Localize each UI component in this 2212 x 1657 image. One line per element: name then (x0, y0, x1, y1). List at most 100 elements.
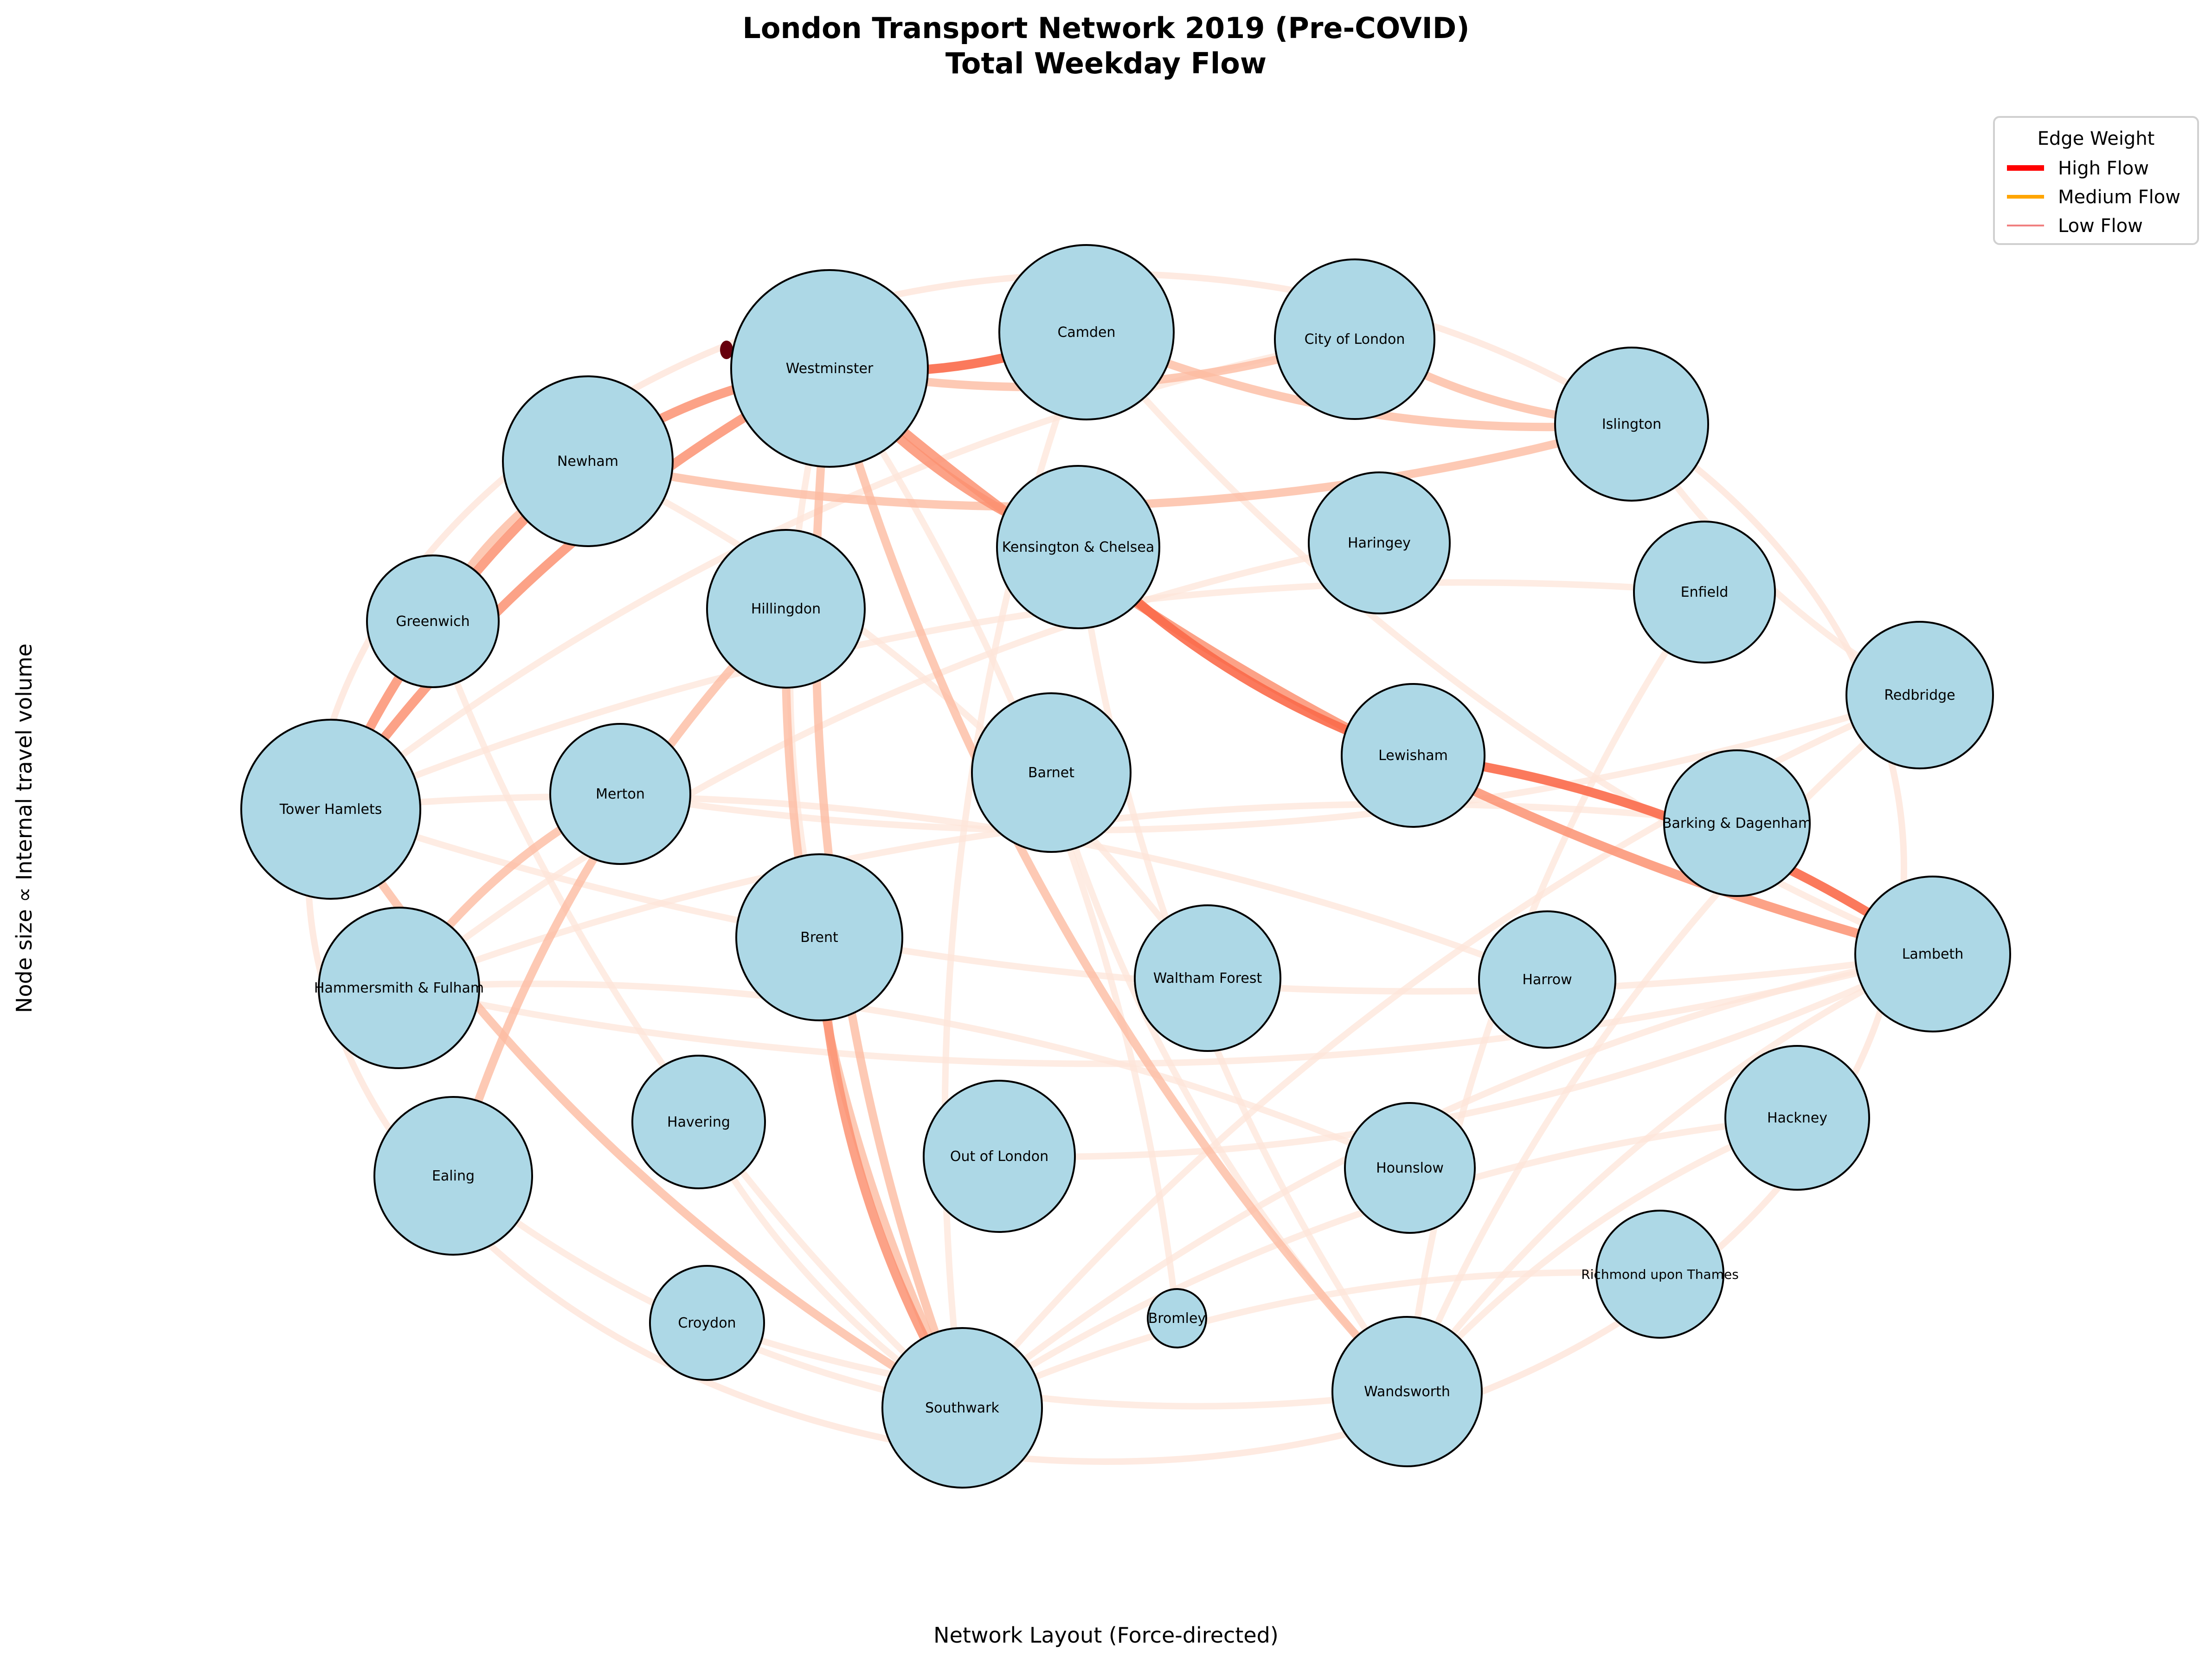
edge-camden-lambeth (1083, 329, 1936, 957)
edge-waltham-newham (585, 458, 1211, 981)
node-westminster: Westminster (730, 269, 929, 468)
node-label-wandsworth: Wandsworth (1364, 1384, 1450, 1400)
legend-box (1993, 116, 2199, 245)
legend-label-medium-flow: Medium Flow (2058, 187, 2180, 208)
node-label-kensington: Kensington & Chelsea (1002, 539, 1155, 555)
node-circle-ealing (373, 1096, 533, 1256)
node-islington: Islington (1554, 347, 1709, 502)
edge-westminster-tower (326, 364, 834, 814)
node-circle-havering (631, 1055, 766, 1189)
node-label-havering: Havering (667, 1114, 730, 1130)
node-camden: Camden (998, 244, 1175, 420)
node-greenwich: Greenwich (366, 554, 500, 688)
edge-hounslow-hammersmith (396, 980, 1413, 1171)
node-circle-bromley (1147, 1288, 1207, 1348)
node-bromley: Bromley (1147, 1288, 1207, 1348)
edge-hammersmith-lambeth (396, 951, 1936, 1067)
node-circle-hammersmith (318, 907, 480, 1069)
edge-harrow-tower (328, 793, 1550, 983)
node-label-bromley: Bromley (1148, 1310, 1206, 1327)
node-waltham: Waltham Forest (1134, 904, 1281, 1052)
edge-westminster-wandsworth (825, 364, 1411, 1396)
node-circle-newham (502, 375, 674, 547)
node-circle-wandsworth (1331, 1316, 1483, 1467)
node-circle-greenwich (366, 554, 500, 688)
diagram-title-line1: London Transport Network 2019 (Pre-COVID… (742, 11, 1469, 45)
node-lambeth: Lambeth (1854, 876, 2011, 1032)
node-city: City of London (1274, 258, 1435, 420)
node-circle-lewisham (1341, 683, 1485, 828)
node-label-redbridge: Redbridge (1884, 687, 1955, 703)
node-haringey: Haringey (1308, 471, 1451, 614)
node-label-southwark: Southwark (925, 1400, 999, 1416)
legend: Edge Weight High Flow Medium Flow Low Fl… (1993, 116, 2199, 245)
node-label-richmond: Richmond upon Thames (1581, 1267, 1739, 1282)
edge-haringey-hammersmith (396, 540, 1382, 991)
node-circle-haringey (1308, 471, 1451, 614)
node-label-greenwich: Greenwich (396, 613, 469, 630)
node-redbridge: Redbridge (1845, 621, 1994, 769)
y-axis-label: Node size ∝ Internal travel volume (12, 644, 37, 1013)
node-kensington: Kensington & Chelsea (996, 465, 1160, 629)
node-circle-city (1274, 258, 1435, 420)
node-hackney: Hackney (1724, 1045, 1870, 1191)
node-southwark: Southwark (881, 1327, 1043, 1489)
node-barking: Barking & Dagenham (1662, 749, 1812, 897)
node-label-camden: Camden (1057, 324, 1115, 341)
x-axis-label: Network Layout (Force-directed) (933, 1623, 1279, 1648)
node-label-lambeth: Lambeth (1902, 946, 1964, 962)
node-label-brent: Brent (800, 929, 838, 946)
node-newham: Newham (502, 375, 674, 547)
node-label-islington: Islington (1602, 416, 1661, 432)
node-label-croydon: Croydon (678, 1315, 736, 1331)
node-label-outoflondon: Out of London (950, 1148, 1048, 1165)
node-label-tower: Tower Hamlets (279, 801, 382, 818)
node-circle-hackney (1724, 1045, 1870, 1191)
legend-label-high-flow: High Flow (2058, 158, 2149, 179)
node-circle-hounslow (1344, 1102, 1476, 1234)
node-label-enfield: Enfield (1681, 584, 1729, 600)
legend-title: Edge Weight (2038, 128, 2155, 149)
node-outoflondon: Out of London (923, 1080, 1076, 1233)
node-ealing: Ealing (373, 1096, 533, 1256)
edge-redbridge-wandsworth (1404, 692, 1923, 1395)
node-label-westminster: Westminster (786, 361, 874, 377)
node-label-harrow: Harrow (1522, 972, 1572, 988)
node-merton: Merton (549, 723, 691, 865)
node-hammersmith: Hammersmith & Fulham (314, 907, 484, 1069)
node-circle-islington (1554, 347, 1709, 502)
node-circle-enfield (1633, 521, 1776, 664)
node-circle-camden (998, 244, 1175, 420)
node-havering: Havering (631, 1055, 766, 1189)
node-tower: Tower Hamlets (240, 719, 421, 900)
node-richmond: Richmond upon Thames (1581, 1210, 1739, 1339)
node-label-waltham: Waltham Forest (1153, 970, 1262, 986)
node-brent: Brent (735, 853, 903, 1021)
node-circle-redbridge (1845, 621, 1994, 769)
node-circle-richmond (1595, 1210, 1724, 1339)
node-circle-westminster (730, 269, 929, 468)
node-harrow: Harrow (1478, 910, 1616, 1049)
node-label-hammersmith: Hammersmith & Fulham (314, 980, 484, 996)
node-label-lewisham: Lewisham (1378, 748, 1448, 764)
edge-greenwich-southwark (430, 618, 965, 1411)
node-label-hillingdon: Hillingdon (751, 601, 821, 617)
node-label-merton: Merton (596, 786, 645, 802)
edge-hillingdon-ealing (449, 605, 790, 1180)
node-hillingdon: Hillingdon (706, 529, 866, 689)
edge-arrowhead-westminster (720, 341, 733, 359)
node-croydon: Croydon (649, 1265, 765, 1381)
node-label-barnet: Barnet (1028, 765, 1074, 781)
node-circle-outoflondon (923, 1080, 1076, 1233)
node-label-haringey: Haringey (1348, 535, 1411, 551)
node-circle-kensington (996, 465, 1160, 629)
node-label-hounslow: Hounslow (1376, 1160, 1444, 1176)
node-circle-merton (549, 723, 691, 865)
edge-outoflondon-lambeth (996, 951, 1936, 1161)
node-circle-croydon (649, 1265, 765, 1381)
nodes-layer: Westminster Camden City of LondonIslington… (240, 244, 2011, 1489)
node-circle-harrow (1478, 910, 1616, 1049)
node-label-barking: Barking & Dagenham (1662, 815, 1812, 832)
node-label-city: City of London (1305, 331, 1405, 348)
